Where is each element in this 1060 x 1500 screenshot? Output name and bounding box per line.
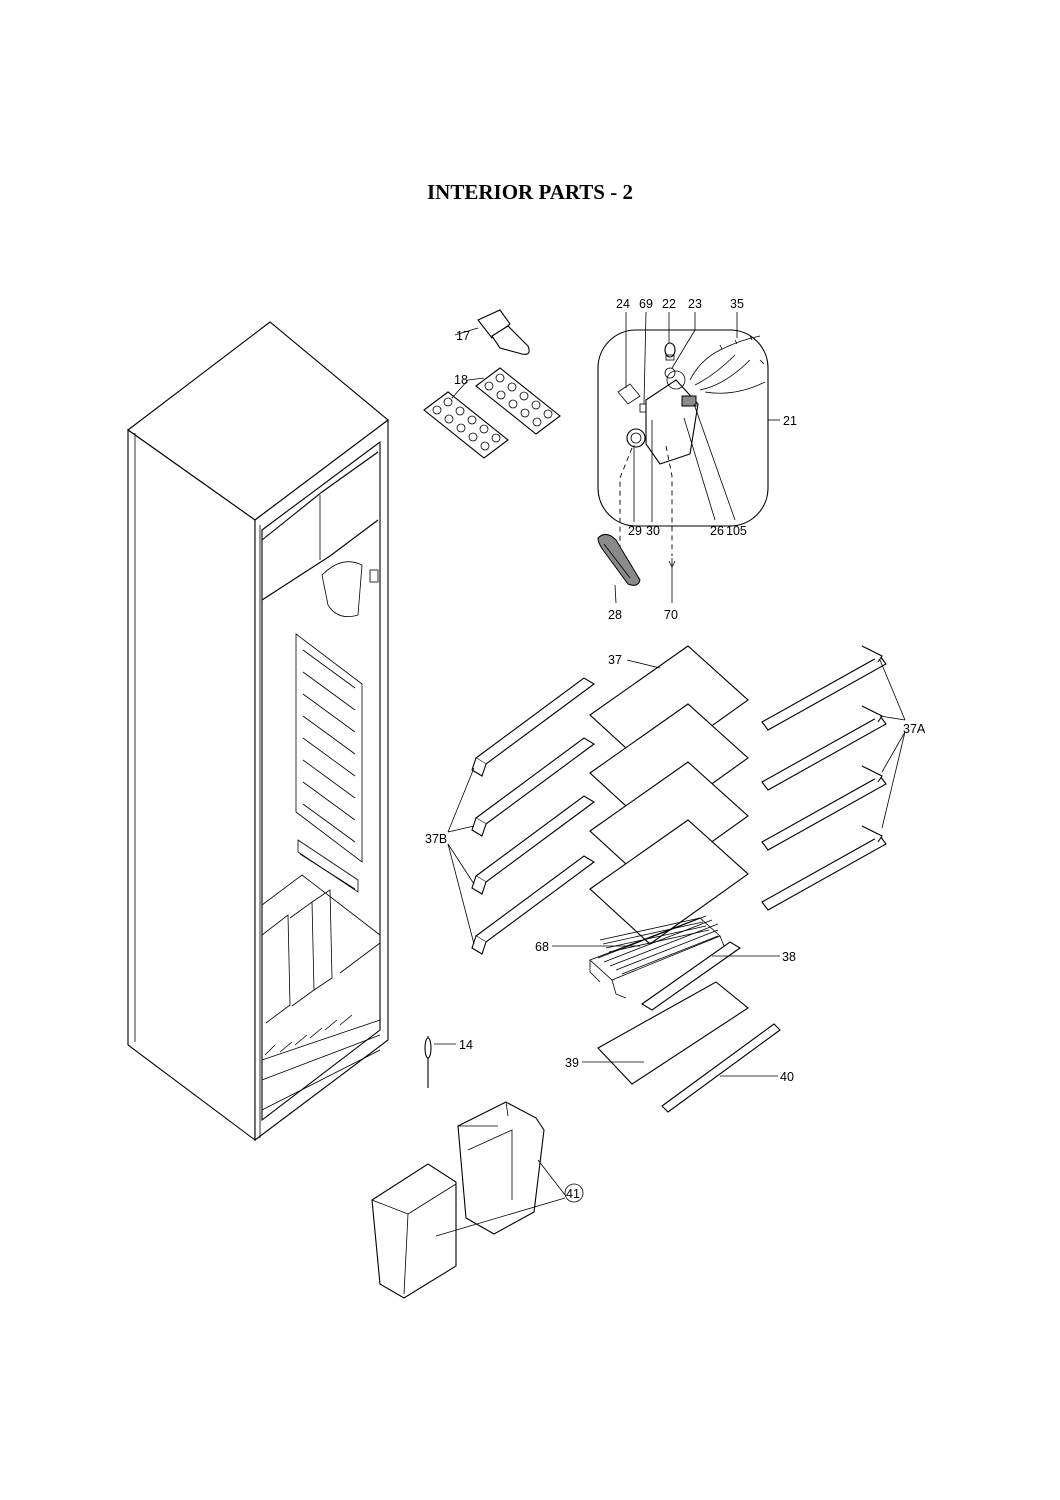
callout-18: 18 bbox=[454, 373, 468, 387]
screw-icon bbox=[668, 558, 676, 603]
callout-29: 29 bbox=[628, 524, 642, 538]
drain-pin bbox=[424, 1036, 456, 1088]
callout-38: 38 bbox=[782, 950, 796, 964]
callout-30: 30 bbox=[646, 524, 660, 538]
callout-70: 70 bbox=[664, 608, 678, 622]
callout-24: 24 bbox=[616, 297, 630, 311]
wire-harness-part bbox=[689, 335, 766, 394]
lamp-socket-part bbox=[664, 367, 676, 379]
callout-68: 68 bbox=[535, 940, 549, 954]
crisper-front-bar bbox=[640, 941, 780, 1011]
callout-35: 35 bbox=[730, 297, 744, 311]
callout-69: 69 bbox=[639, 297, 653, 311]
crisper-cover-glass bbox=[582, 981, 749, 1085]
thermostat-knob bbox=[626, 428, 646, 448]
glass-shelves bbox=[589, 645, 749, 945]
lamp-cover bbox=[597, 534, 641, 604]
callout-21: 21 bbox=[783, 414, 797, 428]
bottom-compartment bbox=[261, 874, 381, 1111]
callout-37B: 37B bbox=[425, 832, 447, 846]
callout-14: 14 bbox=[459, 1038, 473, 1052]
callout-41: 41 bbox=[566, 1187, 580, 1201]
callout-28: 28 bbox=[608, 608, 622, 622]
callout-23: 23 bbox=[688, 297, 702, 311]
shelf-support-ladder bbox=[295, 633, 363, 893]
refrigerator-cabinet bbox=[127, 321, 389, 1142]
thermostat-housing bbox=[645, 370, 699, 465]
callout-26: 26 bbox=[710, 524, 724, 538]
clip-part bbox=[639, 403, 647, 413]
callout-39: 39 bbox=[565, 1056, 579, 1070]
callout-37A: 37A bbox=[903, 722, 926, 736]
callout-40: 40 bbox=[780, 1070, 794, 1084]
ice-scoop bbox=[454, 309, 530, 355]
crisper-drawers bbox=[371, 1101, 584, 1299]
crisper-rear-bar bbox=[661, 1023, 781, 1113]
left-shelf-rails bbox=[447, 677, 595, 955]
callout-22: 22 bbox=[662, 297, 676, 311]
ice-trays bbox=[423, 367, 561, 459]
callout-105: 105 bbox=[726, 524, 747, 538]
lamp-thermostat-assembly bbox=[597, 311, 780, 558]
right-shelf-rails bbox=[761, 645, 906, 911]
lamp-bulb-icon bbox=[664, 342, 676, 361]
label-sticker-part bbox=[617, 383, 641, 405]
callout-37: 37 bbox=[608, 653, 622, 667]
page-title: INTERIOR PARTS - 2 bbox=[427, 180, 633, 204]
callout-17: 17 bbox=[456, 329, 470, 343]
wire-rack bbox=[552, 915, 725, 999]
